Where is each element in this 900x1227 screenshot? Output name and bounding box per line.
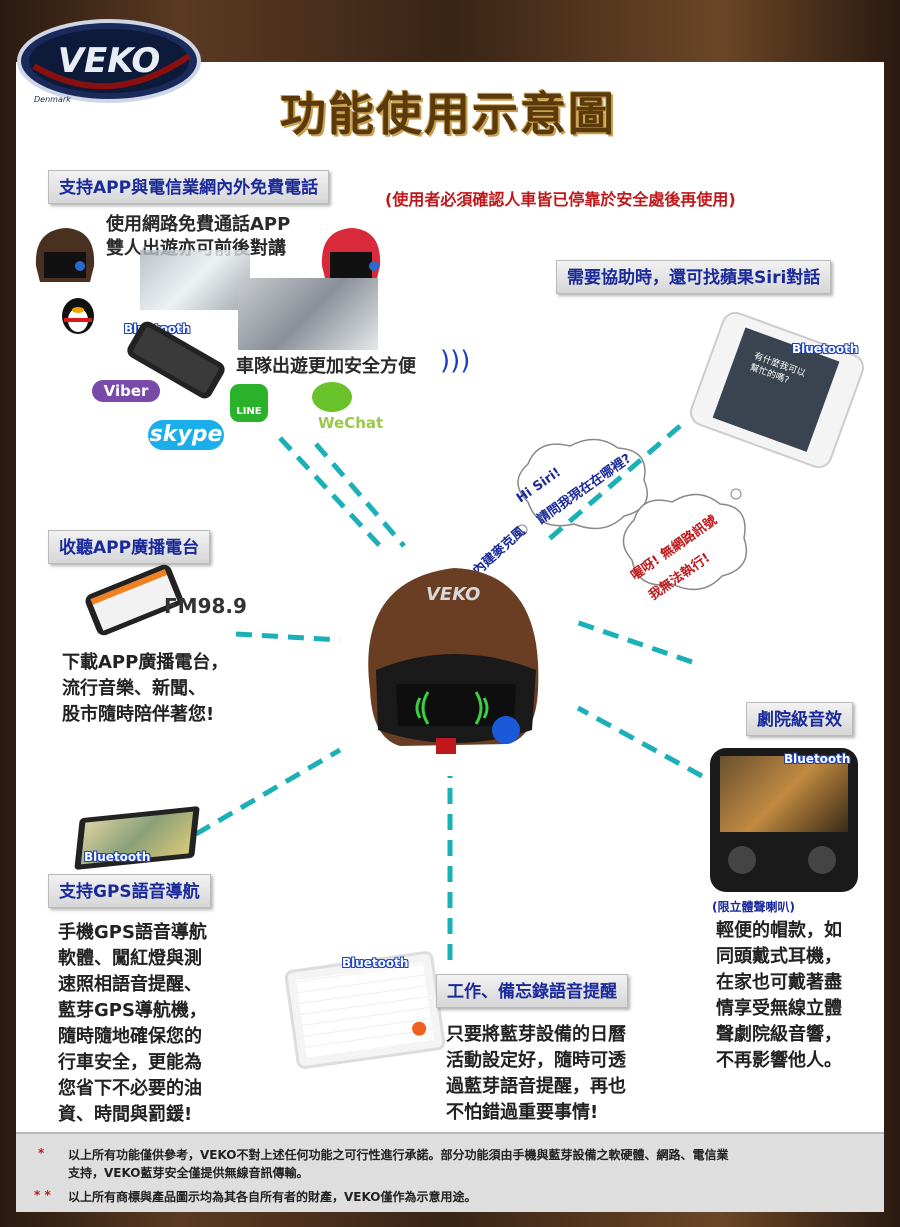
tag-radio: 收聽APP廣播電台	[48, 530, 211, 564]
logo-subtext: Denmark	[34, 95, 71, 104]
tag-free-call: 支持APP與電信業網內外免費電話	[48, 170, 330, 204]
free-call-line1: 使用網路免費通話APP	[106, 214, 291, 235]
footer-line2: 以上所有商標與產品圖示均為其各自所有者的財產，VEKO僅作為示意用途。	[68, 1190, 477, 1204]
footer-disclaimer	[16, 1132, 884, 1212]
logo-text: VEKO	[58, 41, 161, 81]
footer-mark2: * *	[34, 1188, 51, 1202]
gps-line8: 資、時間與罰鍰!	[58, 1104, 193, 1125]
memo-line2: 活動設定好，隨時可透	[446, 1050, 626, 1071]
qq-icon	[62, 298, 94, 334]
theater-line1: 輕便的帽款，如	[716, 920, 842, 941]
tag-gps: 支持GPS語音導航	[48, 874, 211, 908]
skype-icon: skype	[148, 420, 224, 450]
bluetooth-label-theater: Bluetooth	[784, 752, 851, 766]
footer-line1a: 以上所有功能僅供參考，VEKO不對上述任何功能之可行性進行承諾。部分功能須由手機…	[68, 1148, 729, 1162]
page-title: 功能使用示意圖	[280, 87, 616, 141]
gps-line6: 行車安全，更能為	[58, 1052, 202, 1073]
gps-line5: 隨時隨地確保您的	[58, 1026, 202, 1047]
wechat-icon	[312, 382, 352, 412]
line-icon: LINE	[230, 384, 268, 422]
svg-text:VEKO: VEKO	[426, 584, 480, 605]
main-helmet: VEKO	[368, 568, 539, 754]
theater-note: (限立體聲喇叭)	[712, 900, 795, 914]
footer-mark1: *	[38, 1146, 45, 1160]
bluetooth-label-siri: Bluetooth	[792, 342, 859, 356]
helmet-small-left	[35, 228, 95, 282]
memo-line1: 只要將藍芽設備的日曆	[446, 1024, 626, 1045]
memo-line3: 過藍芽語音提醒，再也	[446, 1076, 626, 1097]
convoy-wave-icon: )))	[440, 346, 471, 376]
theater-line5: 聲劇院級音響，	[716, 1024, 842, 1045]
bluetooth-label-memo: Bluetooth	[342, 956, 409, 970]
radio-frequency: FM98.9	[164, 594, 247, 618]
wechat-label: WeChat	[318, 414, 384, 432]
gps-line7: 您省下不必要的油	[58, 1078, 202, 1099]
safety-notice: (使用者必須確認人車皆已停靠於安全處後再使用)	[385, 190, 736, 209]
viber-icon: Viber	[92, 380, 160, 402]
footer-line1b: 支持，VEKO藍芽安全僅提供無線音訊傳輸。	[68, 1166, 309, 1180]
veko-logo: VEKO Denmark	[17, 19, 201, 104]
rider-photo	[140, 250, 250, 310]
theater-line3: 在家也可戴著盡	[716, 972, 842, 993]
bluetooth-label-gps: Bluetooth	[84, 850, 151, 864]
convoy-photo	[238, 278, 378, 350]
gps-line4: 藍芽GPS導航機，	[58, 1000, 207, 1021]
tag-theater: 劇院級音效	[746, 702, 853, 736]
theater-line6: 不再影響他人。	[716, 1050, 842, 1071]
theater-line4: 情享受無線立體	[716, 998, 842, 1019]
gps-line1: 手機GPS語音導航	[58, 922, 207, 943]
psp-device-icon	[710, 748, 858, 892]
radio-line2: 流行音樂、新聞、	[62, 678, 206, 699]
gps-line3: 速照相語音提醒、	[58, 974, 202, 995]
radio-line3: 股市隨時陪伴著您!	[62, 704, 215, 725]
theater-line2: 同頭戴式耳機，	[716, 946, 842, 967]
helmet-small-right	[321, 228, 381, 282]
tag-memo: 工作、備忘錄語音提醒	[436, 974, 628, 1008]
radio-line1: 下載APP廣播電台，	[62, 652, 229, 673]
gps-line2: 軟體、闖紅燈與測	[58, 948, 202, 969]
convoy-text: 車隊出遊更加安全方便	[236, 356, 416, 377]
tag-siri: 需要協助時，還可找蘋果Siri對話	[556, 260, 832, 294]
memo-line4: 不怕錯過重要事情!	[446, 1102, 599, 1123]
